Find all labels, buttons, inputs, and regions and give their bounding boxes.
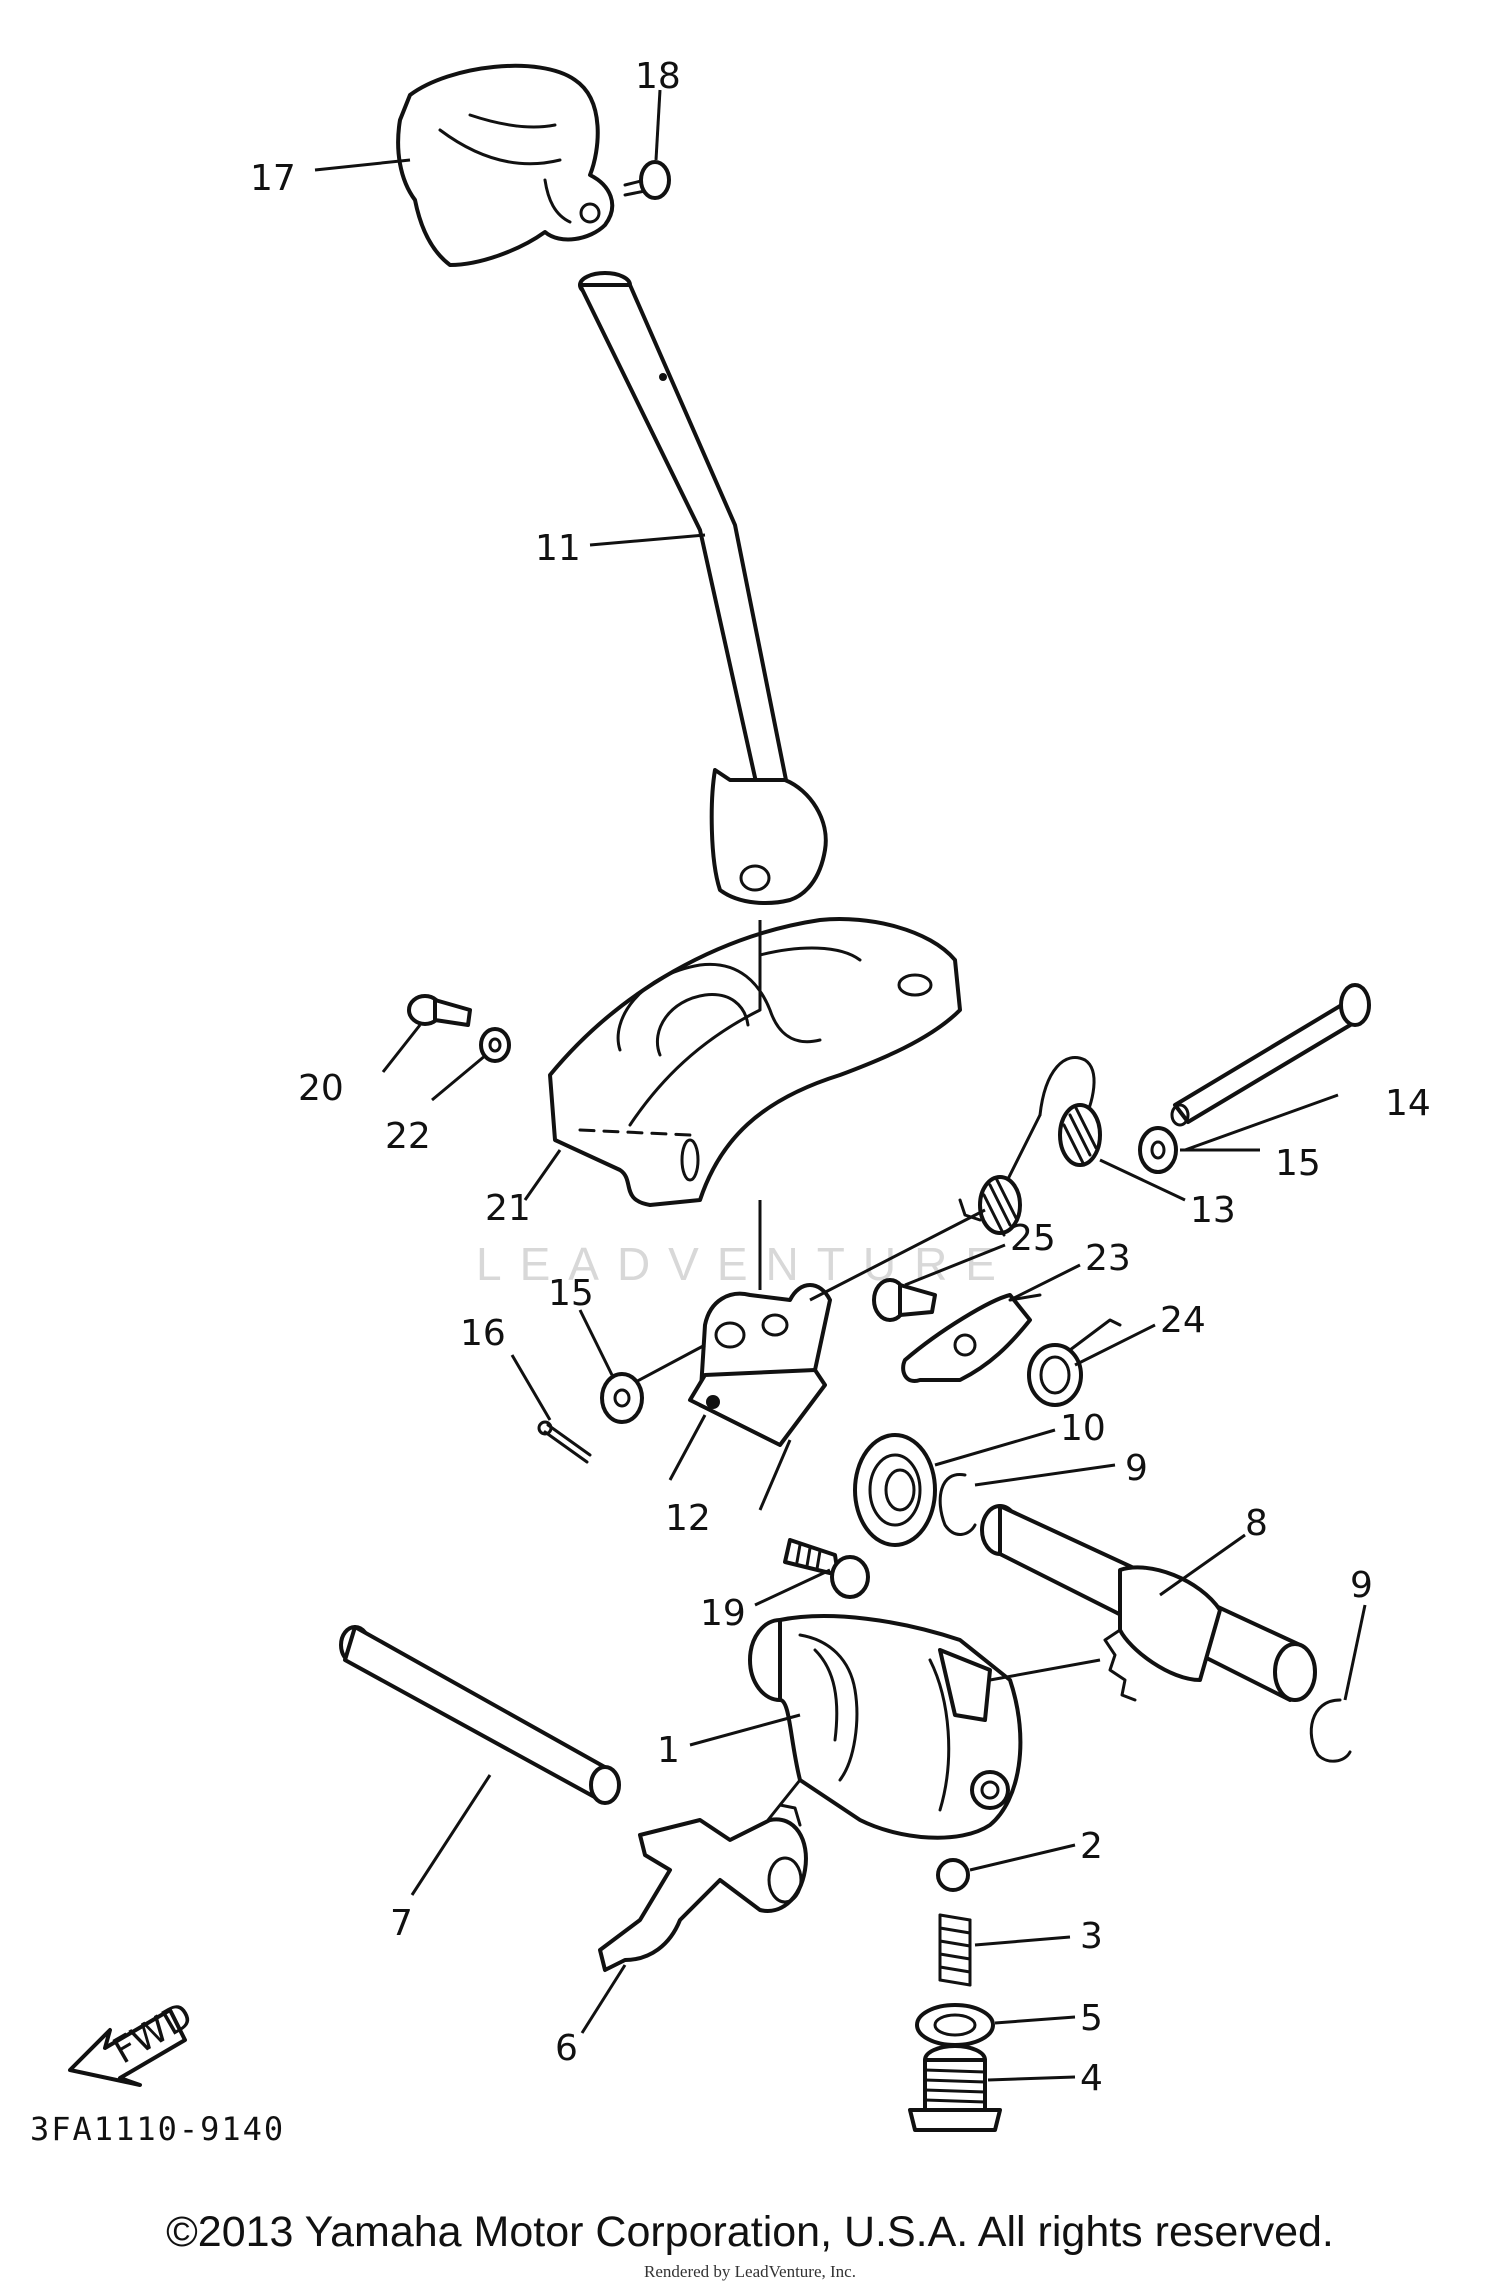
copyright-notice: ©2013 Yamaha Motor Corporation, U.S.A. A… [166,2208,1334,2256]
callout-3: 3 [1080,1916,1103,1957]
part-17-shift-knob [396,63,615,267]
callout-1: 1 [657,1730,680,1771]
part-2-ball [936,1858,970,1892]
drawing-number: 3FA1110-9140 [30,2110,285,2148]
callout-20: 20 [298,1068,344,1109]
callout-5: 5 [1080,1998,1103,2039]
part-18-pin [623,160,671,200]
part-3-spring [938,1913,972,1987]
part-6-shift-fork [598,1779,808,1972]
part-15-washer-upper [1138,1126,1178,1174]
part-4-plug [908,2044,1002,2132]
callout-22: 22 [385,1116,431,1157]
callout-19: 19 [700,1593,746,1634]
callout-11: 11 [535,528,581,569]
watermark-text: LEADVENTURE [476,1238,1014,1290]
callout-6: 6 [555,2028,578,2069]
part-25-bolt [872,1278,937,1322]
callout-2: 2 [1080,1826,1103,1867]
callout-15a: 15 [1275,1143,1321,1184]
part-16-cotter-pin [537,1420,592,1464]
part-21-shift-guide [548,917,962,1207]
callout-9a: 9 [1125,1448,1148,1489]
callout-24: 24 [1160,1300,1206,1341]
callout-labels: 17 18 11 20 22 21 14 15 13 25 23 24 15 1… [250,56,1431,2099]
part-1-shift-cam [748,1614,1101,1840]
part-5-gasket [915,2003,995,2047]
callout-8: 8 [1245,1503,1268,1544]
part-12-shift-arm [629,1200,986,1511]
part-9-circlip-right [1309,1698,1352,1763]
part-9-circlip-left [938,1473,977,1536]
callout-18: 18 [635,56,681,97]
callout-12: 12 [665,1498,711,1539]
part-24-spring [1027,1318,1122,1407]
leader-lines [314,89,1367,2082]
part-8-shift-shaft [980,1504,1317,1702]
callout-25: 25 [1010,1218,1056,1259]
part-13-torsion-spring [958,1056,1102,1237]
callout-23: 23 [1085,1238,1131,1279]
callout-10: 10 [1060,1408,1106,1449]
part-11-shift-lever [578,271,828,905]
part-15-washer-lower [600,1372,644,1424]
part-20-bolt [407,994,472,1027]
part-10-oil-seal [853,1433,937,1547]
part-14-pin [1170,983,1371,1127]
part-22-washer [479,1027,511,1063]
callout-15b: 15 [548,1273,594,1314]
callout-9b: 9 [1350,1565,1373,1606]
part-7-guide-bar [339,1625,621,1805]
part-19-bolt [783,1538,870,1599]
callout-21: 21 [485,1188,531,1229]
rendered-by-notice: Rendered by LeadVenture, Inc. [644,2262,856,2281]
callout-13: 13 [1190,1190,1236,1231]
callout-14: 14 [1385,1083,1431,1124]
callout-4: 4 [1080,2058,1103,2099]
callout-16: 16 [460,1313,506,1354]
callout-17: 17 [250,158,296,199]
callout-7: 7 [390,1903,413,1944]
fwd-arrow-icon: FWD [68,1995,200,2087]
